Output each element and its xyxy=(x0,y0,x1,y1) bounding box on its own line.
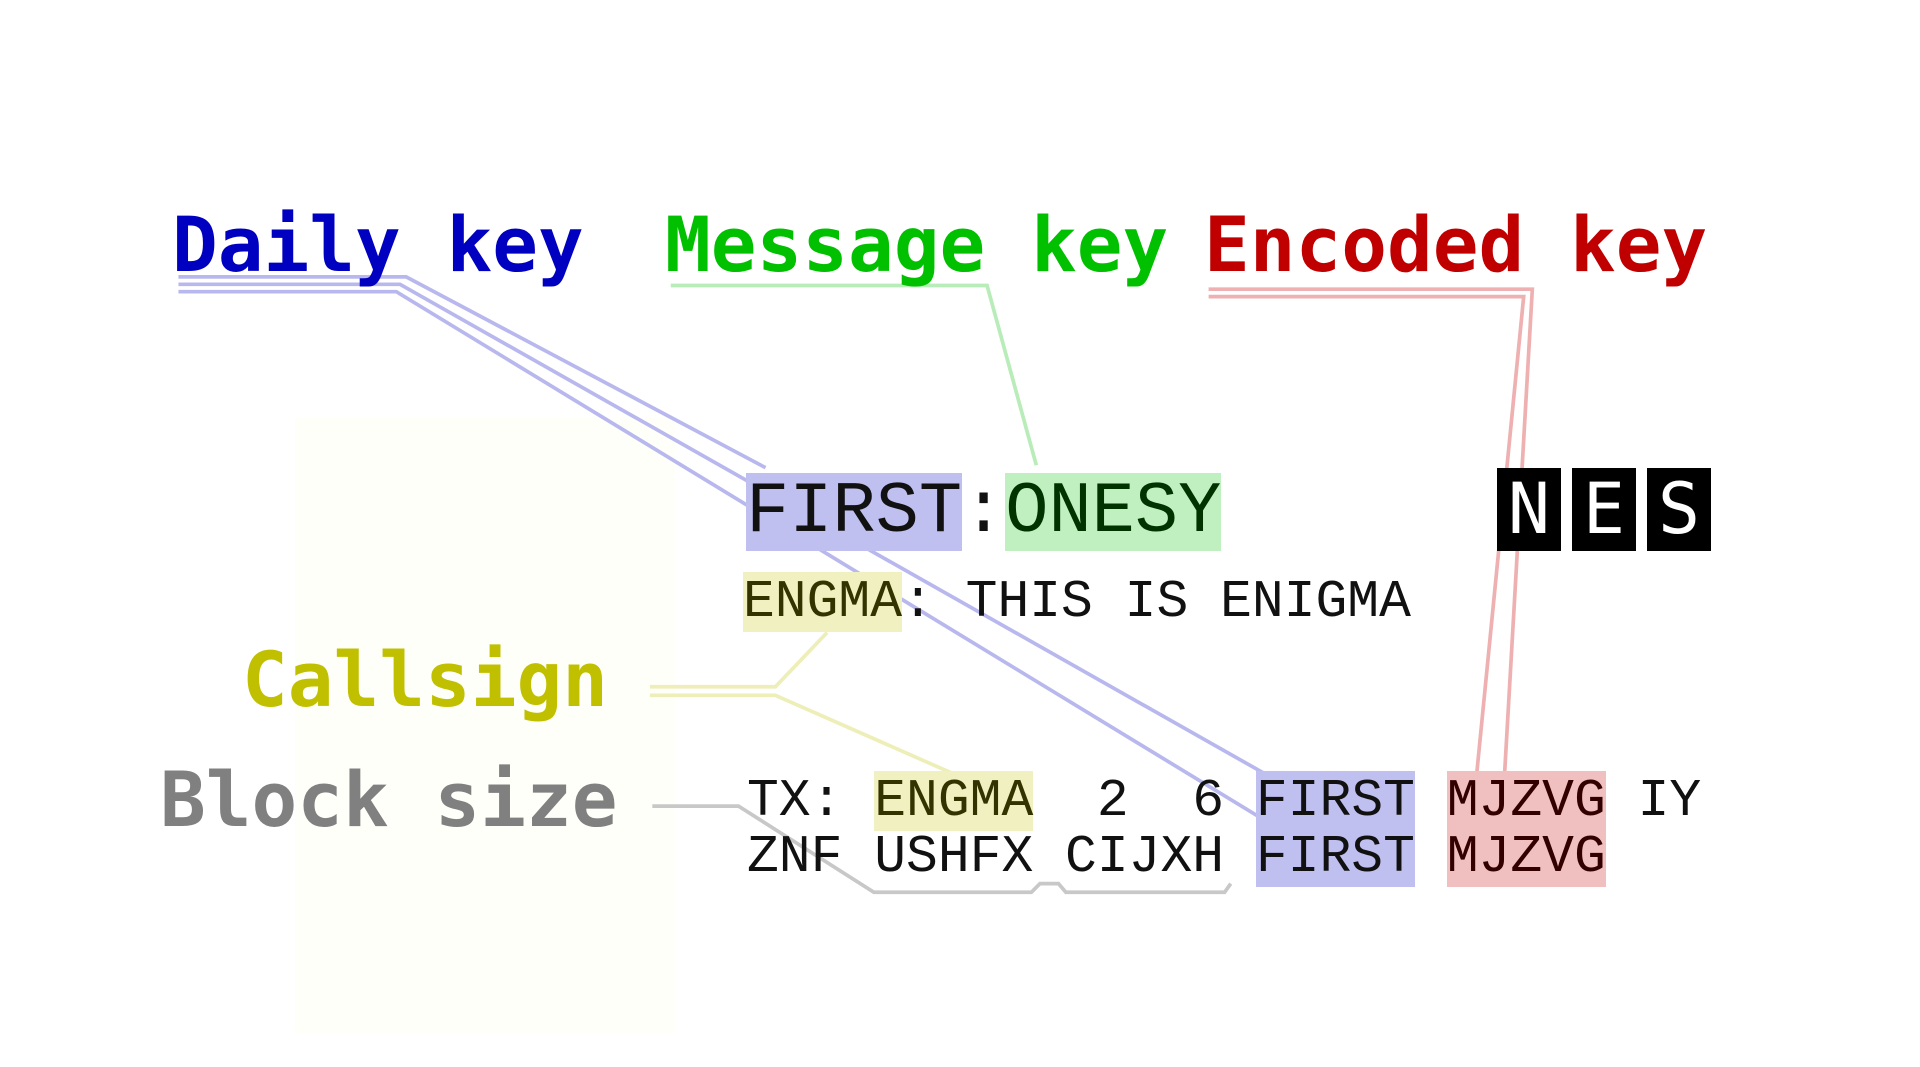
message-key-connector xyxy=(670,283,1039,466)
encoded-connector-1 xyxy=(1208,287,1535,828)
message-key-label: Message key xyxy=(665,200,1169,289)
encoded-key-label: Encoded key xyxy=(1204,200,1708,289)
encoded-connector-2 xyxy=(1208,294,1526,772)
daily-key-value: FIRST xyxy=(746,471,963,553)
daily-connector-1 xyxy=(178,275,767,470)
block-size-label: Block size xyxy=(160,755,618,844)
block-size-connector xyxy=(652,804,1233,895)
tx2-daily-key: FIRST xyxy=(1255,827,1415,887)
daily-connector-3 xyxy=(178,289,1269,824)
encoded-key-connectors xyxy=(1208,287,1535,828)
tx-numbers: 2 6 xyxy=(1033,771,1256,831)
tx-callsign: ENGMA xyxy=(874,771,1034,831)
indicator-letter: N xyxy=(1497,468,1561,551)
tx-prefix: TX: xyxy=(747,771,875,831)
plaintext-message: : THIS IS ENIGMA xyxy=(902,572,1411,632)
plaintext-callsign: ENGMA xyxy=(743,572,903,632)
tx-encoded-key: MJZVG xyxy=(1446,771,1606,831)
tx2-encoded-key: MJZVG xyxy=(1446,827,1606,887)
transmission-line-1: TX: ENGMA 2 6 FIRST MJZVG IY xyxy=(747,771,1701,831)
indicator-letter: S xyxy=(1647,468,1711,551)
tx-blocks: ZNF USHFX CIJXH xyxy=(747,827,1256,887)
key-separator: : xyxy=(962,471,1006,553)
callsign-connector-2 xyxy=(649,693,953,775)
indicator-letter: E xyxy=(1572,468,1636,551)
daily-connector-2 xyxy=(178,282,1269,777)
message-key-value: ONESY xyxy=(1005,471,1222,553)
plaintext-line: ENGMA: THIS IS ENIGMA xyxy=(743,572,1411,632)
tx2-gap xyxy=(1415,827,1447,887)
tx-daily-key: FIRST xyxy=(1255,771,1415,831)
key-line: FIRST:ONESY xyxy=(746,471,1222,553)
transmission-line-2: ZNF USHFX CIJXH FIRST MJZVG xyxy=(747,827,1606,887)
callsign-label: Callsign xyxy=(242,635,609,724)
daily-key-connectors xyxy=(178,275,1269,824)
callsign-connector-1 xyxy=(649,631,829,689)
background-panel xyxy=(295,418,675,1033)
tx-gap xyxy=(1415,771,1447,831)
tx-tail: IY xyxy=(1605,771,1702,831)
callsign-connectors xyxy=(649,631,953,775)
daily-key-label: Daily key xyxy=(172,200,584,289)
